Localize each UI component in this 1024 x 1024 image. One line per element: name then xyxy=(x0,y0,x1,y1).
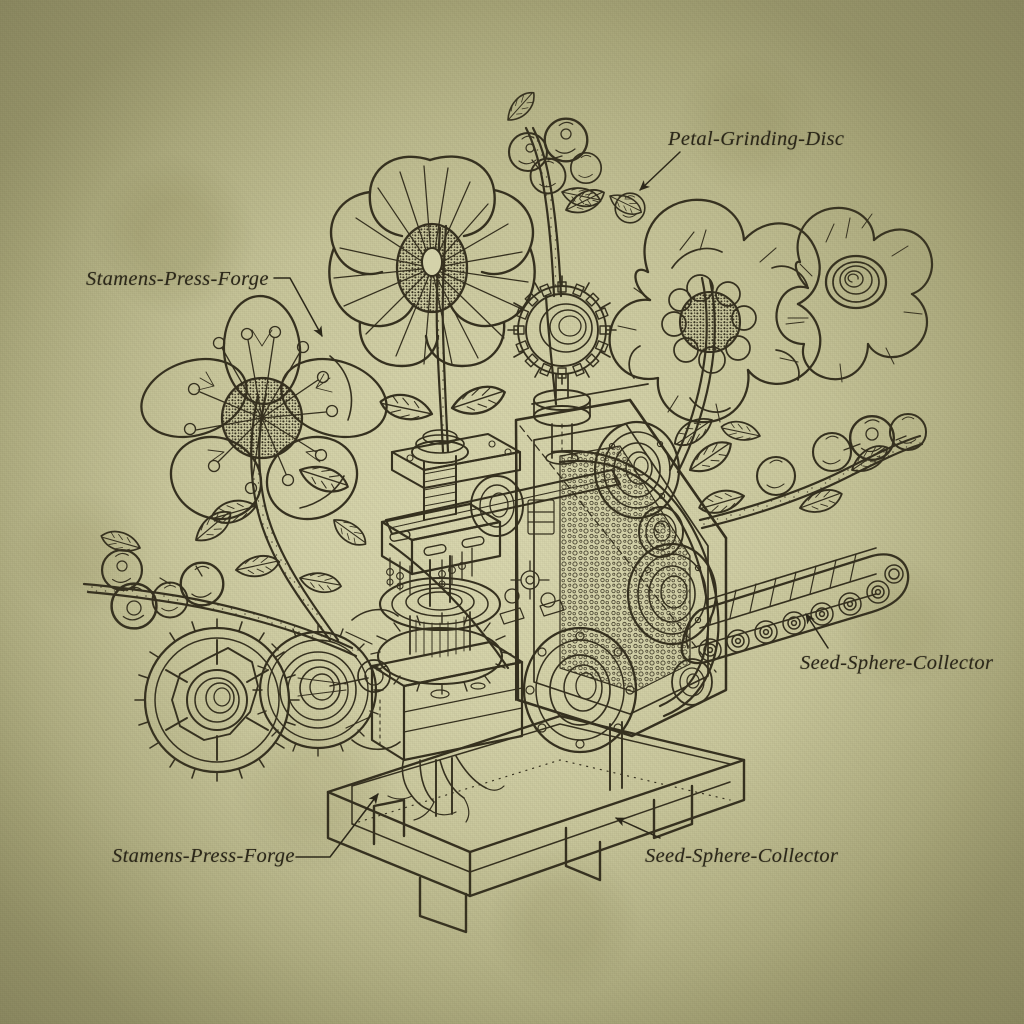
bearing-flange-lower xyxy=(522,626,638,754)
idler-pulley-small xyxy=(638,506,684,558)
label-stamens-press-forge-bottom: Stamens-Press-Forge xyxy=(112,845,295,867)
drive-belt xyxy=(388,449,720,718)
seed-sphere-collector xyxy=(680,547,910,665)
machine-roots xyxy=(387,755,505,823)
label-seed-sphere-collector-right: Seed-Sphere-Collector xyxy=(800,652,994,674)
berry-sprig-left xyxy=(100,548,225,630)
leader-lines xyxy=(273,151,829,858)
five-petal-flower xyxy=(140,294,388,521)
poppy-flower xyxy=(328,155,536,368)
leader-petal-grinding-disc xyxy=(639,151,681,191)
seed-spheres xyxy=(698,564,904,662)
stamens-press-forge xyxy=(370,429,623,817)
secondary-gear xyxy=(252,623,384,757)
bearing-cluster-right xyxy=(671,658,713,706)
leader-seed-sphere-collector-right xyxy=(805,613,829,649)
leader-seed-sphere-collector-bottom xyxy=(615,817,661,839)
bearing-inner-left xyxy=(470,475,524,537)
leader-stamens-press-forge-top xyxy=(273,277,323,337)
leader-stamens-press-forge-bottom xyxy=(295,793,379,858)
label-petal-grinding-disc: Petal-Grinding-Disc xyxy=(668,128,845,150)
spiral-bloom xyxy=(775,206,934,383)
berry-sprig-top xyxy=(507,117,646,224)
rose-bloom xyxy=(608,198,822,424)
base-plinth xyxy=(326,714,746,934)
bearing-pulley-upper xyxy=(593,420,681,520)
label-stamens-press-forge-top: Stamens-Press-Forge xyxy=(86,268,269,290)
auxiliary-mechanism-detail xyxy=(499,499,565,625)
large-spoked-gear xyxy=(134,618,300,782)
gear-train-linkage xyxy=(345,608,401,751)
berry-sprig-right xyxy=(755,412,928,497)
label-seed-sphere-collector-bottom: Seed-Sphere-Collector xyxy=(645,845,839,867)
petal-grinding-disc xyxy=(507,275,617,465)
